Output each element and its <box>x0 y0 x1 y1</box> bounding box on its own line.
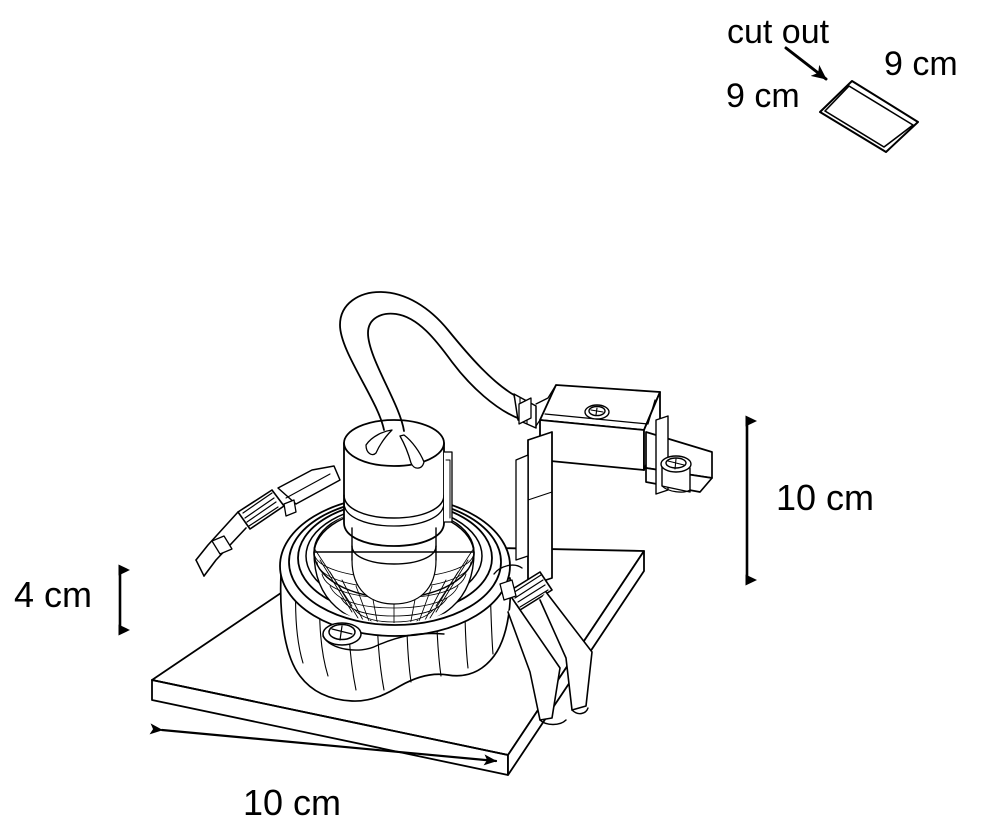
support-arm <box>515 431 553 587</box>
mounting-bracket <box>645 415 713 495</box>
cutout-label-side-right: 9 cm <box>884 45 958 83</box>
reflector-inner-edge <box>351 559 437 605</box>
cutout-square <box>819 80 919 153</box>
screw-box-top <box>584 404 610 420</box>
arrow-10cm-bottom <box>149 723 498 766</box>
screw-bracket <box>660 455 692 493</box>
cutout-pointer-arrow <box>784 46 828 81</box>
supply-cable <box>339 291 521 432</box>
dimension-label-height-front: 4 cm <box>14 574 93 615</box>
lamp-holder <box>343 419 453 565</box>
spring-clip-left <box>195 465 341 577</box>
dimension-label-width-base: 10 cm <box>243 782 342 823</box>
cutout-label-side-left: 9 cm <box>726 77 800 115</box>
dimension-label-height-total: 10 cm <box>776 477 875 518</box>
screw-front <box>322 622 445 651</box>
cutout-label: cut out <box>727 13 830 51</box>
junction-box <box>518 384 661 471</box>
spring-clip-right <box>493 564 593 726</box>
